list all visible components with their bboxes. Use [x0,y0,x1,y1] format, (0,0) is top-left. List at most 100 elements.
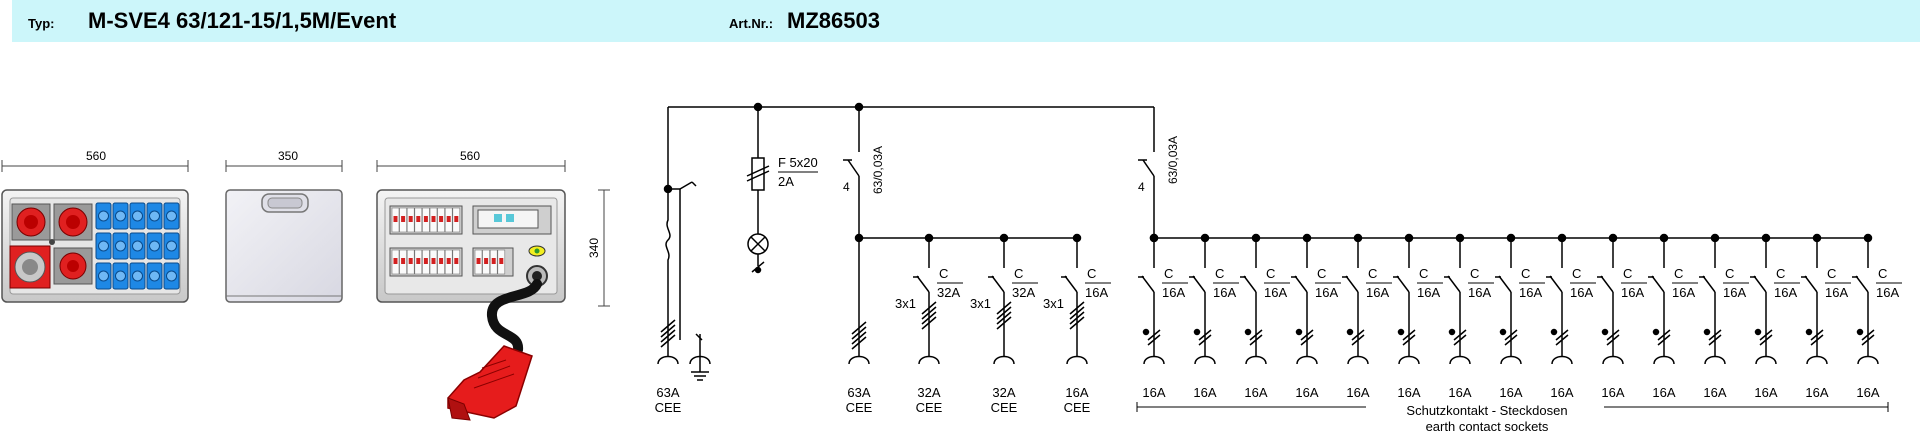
breaker-toggle [401,216,406,222]
schuko-hatch [1147,329,1161,341]
schuko-breaker-contact [1549,275,1563,293]
side-view [225,189,343,303]
schuko-breaker-contact [1294,275,1308,293]
schuko-socket-face [149,210,160,222]
schuko-hatch [1810,334,1824,346]
breaker-toggle [393,216,398,222]
schuko-breaker-rating: 16A [1519,285,1542,300]
schuko-hatch [1249,334,1263,346]
schuko-breaker-contact [1804,275,1818,293]
schuko-socket-face [149,270,160,282]
cee-hatch [996,301,1012,315]
schuko-hatch [1810,329,1824,341]
breaker-toggle [499,258,504,264]
cee-output-type: CEE [991,400,1018,415]
schuko-hatch [1300,329,1314,341]
schuko-breaker-curve: C [1419,266,1428,281]
schuko-front-sockets [95,202,180,290]
schuko-socket-symbol [1653,355,1675,365]
cee-hatch [996,311,1012,325]
schuko-breaker-rating: 16A [1876,285,1899,300]
schuko-pe-dot [1856,328,1864,336]
schuko-breaker-contact [1702,275,1716,293]
schuko-socket-face [166,240,177,252]
schuko-output-rating: 16A [1754,385,1777,400]
dimension-back-text: 560 [460,149,480,163]
schuko-breaker-curve: C [1725,266,1734,281]
cee-hatch [851,321,867,335]
cee-hatch [996,316,1012,330]
schuko-socket-face [98,270,109,282]
schuko-breaker-rating: 16A [1162,285,1185,300]
schuko-breaker-contact [1345,275,1359,293]
breaker-toggle [423,258,428,264]
schuko-pe-dot [1142,328,1150,336]
breaker-toggle [446,258,451,264]
schuko-hatch [1504,334,1518,346]
dimension-side [225,160,343,172]
dimension-back [376,160,566,172]
cee-socket-symbol [848,355,870,365]
schuko-hatch [1249,329,1263,341]
schuko-breaker-rating: 16A [1825,285,1848,300]
schuko-output-rating: 16A [1346,385,1369,400]
breaker-toggle [393,258,398,264]
breaker-toggle [454,216,459,222]
schuko-breaker-rating: 16A [1315,285,1338,300]
schuko-hatch [1657,334,1671,346]
schuko-breaker-contact [1753,275,1767,293]
schuko-output-rating: 16A [1295,385,1318,400]
schuko-socket-symbol [1347,355,1369,365]
cee-output-rating: 32A [917,385,940,400]
schuko-socket-face [166,210,177,222]
schuko-breaker-rating: 16A [1213,285,1236,300]
schuko-pe-dot [1346,328,1354,336]
schuko-output-rating: 16A [1601,385,1624,400]
schuko-breaker-contact [1192,275,1206,293]
cee-breaker-poles: 3x1 [1043,296,1064,311]
schuko-output-labels: C16A16AC16A16AC16A16AC16A16AC16A16AC16A1… [1142,266,1902,400]
schuko-breaker-rating: 16A [1621,285,1644,300]
schuko-socket-symbol [1500,355,1522,365]
schuko-socket-face [115,240,126,252]
schuko-breaker-contact [1447,275,1461,293]
breaker-toggle [446,216,451,222]
schuko-breaker-curve: C [1215,266,1224,281]
schuko-breaker-contact [1141,275,1155,293]
cee-breaker-rating: 16A [1085,285,1108,300]
header-bar: Typ: M-SVE4 63/121-15/1,5M/Event Art.Nr.… [12,0,1920,42]
schuko-output-rating: 16A [1805,385,1828,400]
schuko-breaker-contact [1243,275,1257,293]
schuko-breaker-rating: 16A [1468,285,1491,300]
cee-output-rating: 63A [847,385,870,400]
schuko-hatch [1351,329,1365,341]
cee-output-labels: 63ACEE32ACEEC32A3x132ACEEC32A3x116ACEEC1… [846,266,1111,415]
cee-breaker-curve: C [939,266,948,281]
cee-hatch [851,336,867,350]
cee-hatch [851,331,867,345]
cee-hatch [1069,311,1085,325]
schuko-socket-face [115,210,126,222]
breaker-toggle [484,258,489,264]
schuko-pe-dot [1652,328,1660,336]
schuko-output-rating: 16A [1142,385,1165,400]
schuko-socket-symbol [1245,355,1267,365]
schuko-socket-face [132,240,143,252]
art-number-label: Art.Nr.: [729,16,774,31]
schuko-hatch [1708,329,1722,341]
cee-hatch [1069,306,1085,320]
cee-hatch [851,326,867,340]
schuko-hatch [1861,329,1875,341]
schuko-socket-face [166,270,177,282]
schuko-socket-face [115,270,126,282]
schuko-breaker-curve: C [1317,266,1326,281]
schuko-output-rating: 16A [1703,385,1726,400]
breaker-toggle [439,258,444,264]
schuko-breaker-curve: C [1368,266,1377,281]
schuko-socket-symbol [1296,355,1318,365]
circuit-schematic [657,102,1889,412]
cee-hatch [1069,316,1085,330]
schuko-pe-dot [1805,328,1813,336]
schuko-hatch [1861,334,1875,346]
cee-hatch [1069,301,1085,315]
